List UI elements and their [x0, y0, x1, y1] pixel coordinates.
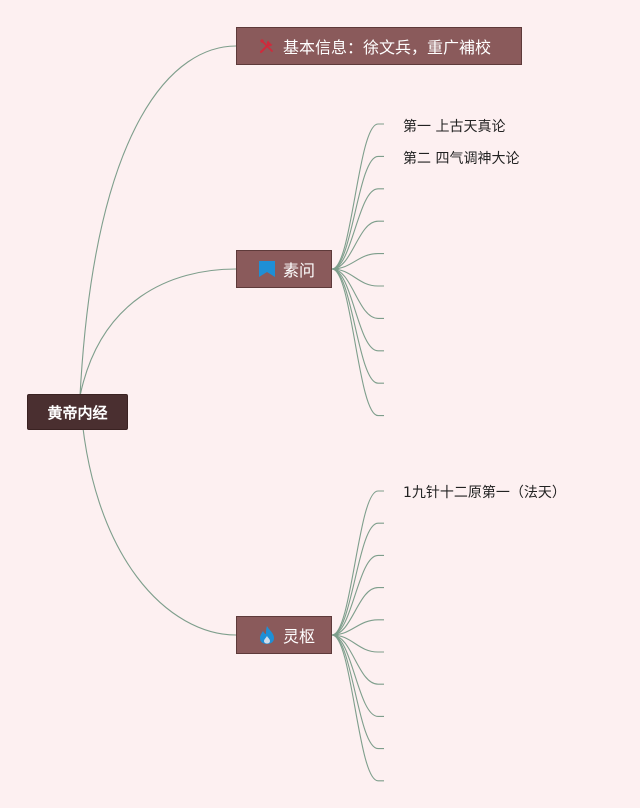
link-root-suwen — [79, 268, 237, 397]
link-suwen-leaf-9 — [331, 268, 384, 384]
link-lingshu-leaf-6 — [331, 634, 384, 653]
link-lingshu-leaf-7 — [331, 634, 384, 685]
branch-node-info[interactable]: 基本信息：徐文兵，重广補校 — [236, 27, 522, 65]
branch-node-suwen-label: 素问 — [283, 261, 316, 280]
leaf-suwen-2[interactable]: 第二 四气调神大论 — [403, 151, 520, 167]
branch-node-suwen[interactable]: 素问 — [236, 250, 332, 288]
link-suwen-leaf-4 — [331, 220, 384, 270]
link-root-lingshu — [79, 395, 237, 636]
link-suwen-leaf-8 — [331, 268, 384, 352]
connector-lines — [79, 45, 384, 782]
link-suwen-leaf-6 — [331, 268, 384, 287]
link-lingshu-leaf-5 — [331, 619, 384, 636]
link-suwen-leaf-1 — [331, 123, 384, 270]
flame-icon — [257, 625, 277, 645]
link-lingshu-leaf-10 — [331, 634, 384, 782]
link-suwen-leaf-2 — [331, 155, 384, 270]
branch-node-lingshu[interactable]: 灵枢 — [236, 616, 332, 654]
link-root-info — [79, 45, 237, 397]
root-node-label: 黄帝内经 — [47, 403, 108, 422]
link-suwen-leaf-10 — [331, 268, 384, 417]
branch-node-info-label: 基本信息：徐文兵，重广補校 — [283, 38, 492, 57]
link-lingshu-leaf-4 — [331, 587, 384, 636]
link-lingshu-leaf-3 — [331, 554, 384, 636]
branch-node-lingshu-label: 灵枢 — [283, 627, 316, 646]
link-lingshu-leaf-1 — [331, 490, 384, 636]
leaf-lingshu-1[interactable]: 1九针十二原第一（法天） — [403, 485, 566, 501]
leaf-suwen-1[interactable]: 第一 上古天真论 — [403, 119, 506, 135]
link-suwen-leaf-3 — [331, 188, 384, 270]
link-lingshu-leaf-9 — [331, 634, 384, 750]
link-suwen-leaf-5 — [331, 253, 384, 270]
flag-icon — [257, 259, 277, 279]
link-lingshu-leaf-8 — [331, 634, 384, 717]
root-node[interactable]: 黄帝内经 — [27, 394, 128, 430]
link-suwen-leaf-7 — [331, 268, 384, 319]
link-lingshu-leaf-2 — [331, 522, 384, 636]
tools-icon — [257, 36, 277, 56]
